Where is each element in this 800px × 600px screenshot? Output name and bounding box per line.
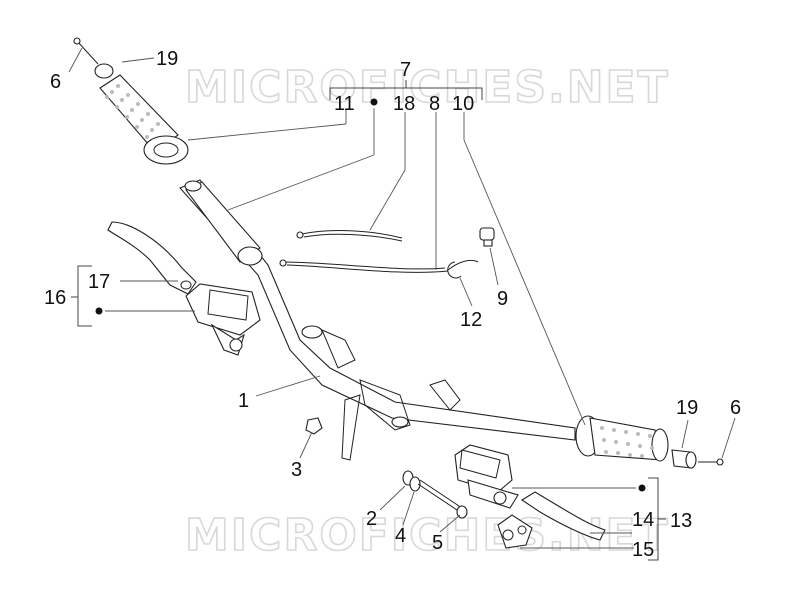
callout-19-right: 19 — [676, 397, 698, 419]
callout-19-left: 19 — [156, 48, 178, 70]
cable-clip — [479, 227, 495, 247]
callout-17: 17 — [88, 271, 110, 293]
reference-dots — [95, 98, 646, 492]
callout-15: 15 — [632, 539, 654, 561]
cables — [279, 230, 479, 279]
clamp — [497, 514, 533, 549]
left-master-cylinder — [185, 283, 261, 356]
callout-8: 8 — [429, 93, 440, 115]
fasteners — [305, 417, 468, 519]
callout-13: 13 — [670, 510, 692, 532]
callout-1: 1 — [238, 390, 249, 412]
callout-6-left: 6 — [50, 71, 61, 93]
callout-7: 7 — [400, 59, 411, 81]
callout-18: 18 — [393, 93, 415, 115]
callout-4: 4 — [395, 525, 406, 547]
left-grip — [73, 37, 189, 165]
callout-11: 11 — [334, 93, 355, 115]
callout-14: 14 — [632, 509, 654, 531]
throttle-tube — [184, 180, 263, 266]
right-lever — [520, 491, 606, 541]
callout-labels: 6 19 7 11 18 8 10 17 16 9 12 1 3 2 4 5 1… — [44, 48, 741, 561]
callout-3: 3 — [291, 459, 302, 481]
callout-2: 2 — [366, 508, 377, 530]
callout-10: 10 — [452, 93, 474, 115]
callout-12: 12 — [460, 309, 482, 331]
callout-brackets — [71, 80, 666, 561]
callout-9: 9 — [497, 288, 508, 310]
left-lever — [107, 221, 197, 295]
right-grip — [575, 415, 724, 469]
callout-6-right: 6 — [730, 397, 741, 419]
callout-16: 16 — [44, 287, 66, 309]
leader-lines — [68, 47, 736, 549]
callout-5: 5 — [432, 532, 443, 554]
right-master-cylinder — [454, 444, 519, 509]
